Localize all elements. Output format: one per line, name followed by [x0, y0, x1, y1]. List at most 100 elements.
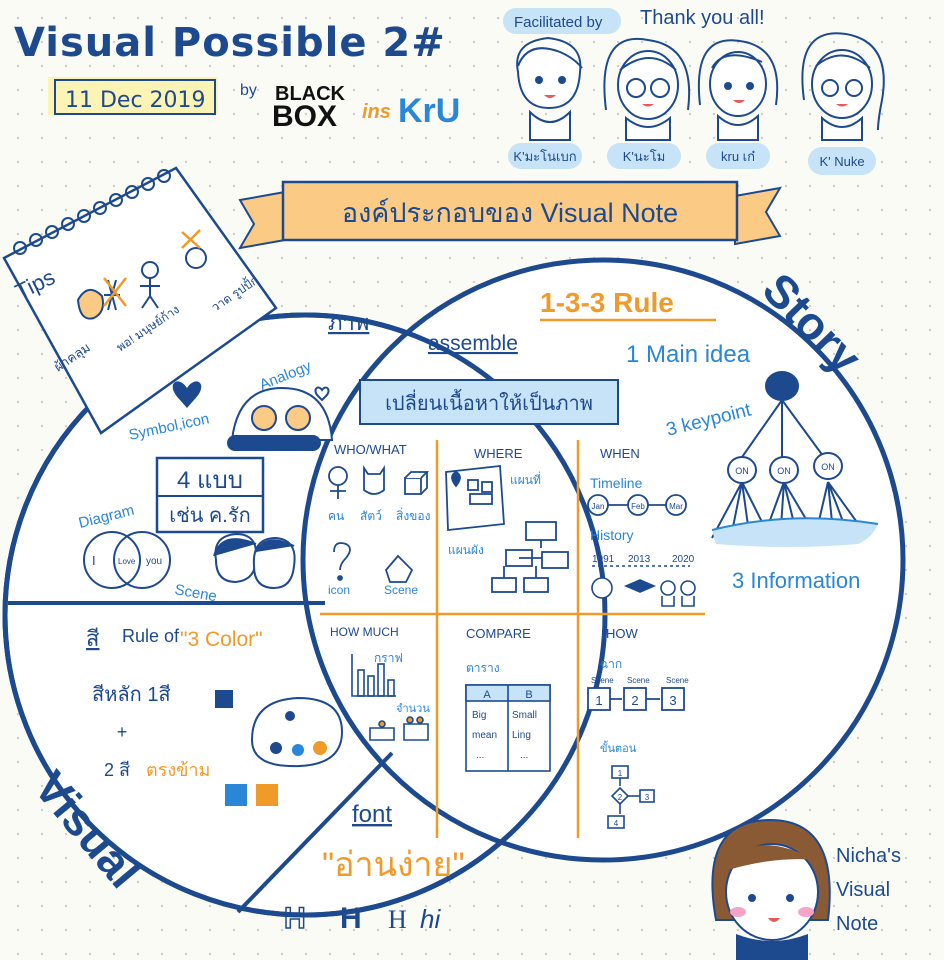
- font-heading: font: [352, 801, 392, 828]
- step-number-2: 2: [618, 793, 623, 802]
- story-node-1: ON: [735, 466, 749, 476]
- svg-text:BLACK: BLACK: [275, 83, 346, 105]
- history-year-3: 2020: [672, 554, 695, 565]
- where-title: WHERE: [474, 446, 523, 461]
- steps-flowchart: [607, 765, 655, 829]
- svg-text:BOX: BOX: [272, 100, 337, 133]
- visual-divider-diagonal: [236, 751, 394, 914]
- svg-text:KrU: KrU: [398, 92, 460, 130]
- compare-r1-b: Small: [512, 710, 537, 721]
- story-node-3: ON: [821, 462, 835, 472]
- two-color-accent: ตรงข้าม: [146, 760, 210, 780]
- four-types-box: [155, 456, 265, 534]
- compare-header-b: B: [525, 689, 532, 701]
- when-history-label: History: [590, 527, 634, 543]
- assemble-banner-box: [359, 379, 619, 425]
- date-highlight: [48, 77, 218, 115]
- inskru-logo: ins KrU: [362, 92, 460, 130]
- name-badge-1: [508, 143, 582, 169]
- timeline-sketch: [587, 494, 687, 516]
- rule-of-label: Rule of: [122, 626, 180, 646]
- story-tree: [711, 371, 879, 547]
- facilitator-face-2: [603, 37, 691, 141]
- by-label: by: [240, 82, 257, 99]
- four-types-line1: 4 แบบ: [177, 467, 243, 494]
- who-label-animal: สัตว์: [360, 509, 382, 523]
- compare-r3-b: ...: [520, 750, 528, 761]
- two-color-prefix: 2 สี: [104, 760, 130, 780]
- scene-number-2: 2: [631, 693, 638, 708]
- history-year-2: 2013: [628, 554, 651, 565]
- date-frame: [54, 79, 216, 115]
- signature-line1: Nicha's: [836, 845, 901, 867]
- history-year-1: 1991: [592, 554, 615, 565]
- facilitator-face-4: [801, 32, 885, 141]
- timeline-month-1: Jan: [592, 502, 605, 511]
- compare-r1-a: Big: [472, 710, 486, 721]
- date-text: 11 Dec 2019: [65, 88, 206, 113]
- signature-line2: Visual: [836, 879, 890, 901]
- thanks-text: Thank you all!: [640, 7, 765, 29]
- compare-r3-a: ...: [476, 750, 484, 761]
- svg-text:ins: ins: [362, 101, 391, 123]
- four-types-line2: เช่น ค.รัก: [169, 505, 250, 527]
- scene-number-3: 3: [669, 693, 676, 708]
- plus-sign: +: [117, 722, 128, 742]
- tips-notepad: [2, 166, 278, 435]
- easy-read-text: "อ่านง่าย": [322, 846, 465, 884]
- car-couple-icon: [227, 386, 334, 451]
- history-sketches: [591, 577, 696, 607]
- main-color-swatch: [215, 690, 233, 708]
- main-color-label: สีหลัก 1สี: [92, 684, 171, 706]
- compare-table-label: ตาราง: [466, 661, 500, 675]
- note-title: Visual Possible 2#: [14, 20, 446, 66]
- step-number-3: 3: [645, 793, 650, 802]
- facilitated-badge: [503, 8, 621, 34]
- compare-title: COMPARE: [466, 626, 531, 641]
- palette-icon: [250, 696, 344, 768]
- when-title: WHEN: [600, 446, 640, 461]
- venn-mid: Love: [118, 557, 136, 566]
- name-badge-4: [808, 147, 876, 175]
- name-badge-2: [607, 143, 681, 169]
- font-sample-italic: hi: [420, 904, 441, 934]
- facilitator-name-2: K'นะโม: [623, 149, 666, 164]
- who-label-object: สิ่งของ: [396, 507, 430, 523]
- color-heading: สี: [86, 626, 100, 651]
- assemble-heading: assemble: [428, 332, 518, 355]
- compare-table: [465, 684, 551, 772]
- assemble-banner-text: เปลี่ยนเนื้อหาให้เป็นภาพ: [385, 389, 593, 415]
- name-badge-3: [706, 143, 770, 169]
- font-sample-serif: H: [388, 905, 407, 934]
- story-information: 3 Information: [732, 568, 860, 593]
- facilitator-face-3: [697, 39, 779, 141]
- bar-graph-sketch: [351, 654, 396, 697]
- assemble-grid: [320, 440, 705, 838]
- story-rule: 1-3-3 Rule: [540, 287, 674, 318]
- facilitator-name-4: K' Nuke: [819, 154, 864, 169]
- map-sketch: [445, 465, 505, 531]
- facilitator-face-1: [516, 36, 583, 141]
- where-label-plan: แผนผัง: [448, 543, 484, 557]
- timeline-month-3: Mar: [669, 502, 683, 511]
- where-label-map: แผนที่: [510, 471, 541, 487]
- how-scene-tag-1: Scene: [591, 676, 614, 685]
- how-title: HOW: [606, 626, 639, 641]
- facilitator-name-3: kru เก๋: [721, 149, 755, 164]
- how-scene-label: ฉาก: [600, 657, 622, 671]
- compare-r2-a: mean: [472, 730, 497, 741]
- banner-title: องค์ประกอบของ Visual Note: [342, 197, 678, 228]
- venn-left: I: [92, 553, 96, 568]
- how-scene-tag-3: Scene: [666, 676, 689, 685]
- venn-mini-icon: [83, 531, 171, 589]
- scene-number-1: 1: [595, 693, 602, 708]
- signature-portrait: [711, 818, 831, 960]
- blackbox-logo: BLACK BOX: [272, 83, 346, 133]
- how-scene-tag-2: Scene: [627, 676, 650, 685]
- timeline-month-2: Feb: [631, 502, 645, 511]
- how-much-title: HOW MUCH: [330, 625, 399, 639]
- signature-line3: Note: [836, 913, 878, 935]
- scene-couple-icon: [213, 532, 296, 590]
